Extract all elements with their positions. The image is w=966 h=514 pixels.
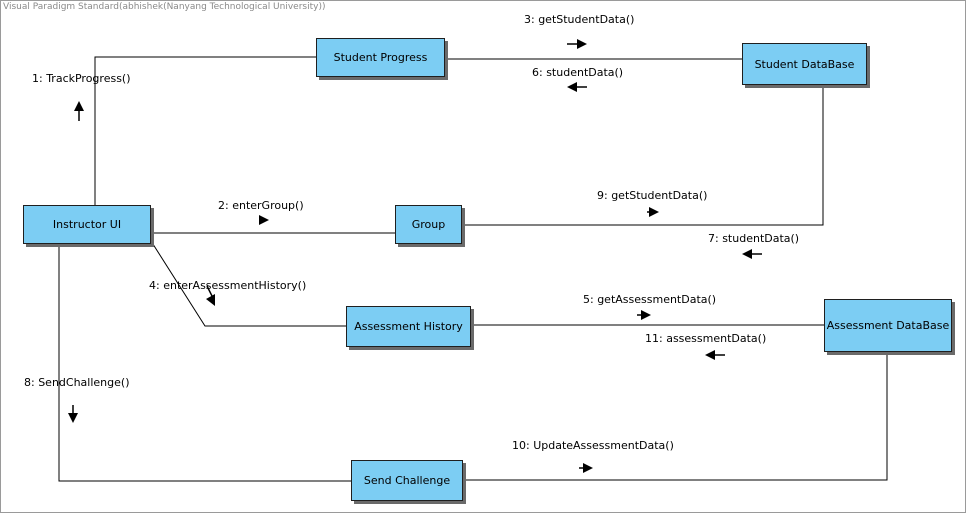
message-11-label: 11: assessmentData() bbox=[645, 332, 767, 345]
arrow-m6-left-icon bbox=[567, 82, 587, 92]
link-instructor-send-challenge bbox=[58, 244, 351, 482]
node-student-database[interactable]: Student DataBase bbox=[742, 43, 867, 85]
message-3-label: 3: getStudentData() bbox=[524, 13, 635, 26]
arrow-m2-right-icon bbox=[259, 215, 269, 225]
message-2-label: 2: enterGroup() bbox=[218, 199, 304, 212]
watermark: Visual Paradigm Standard(abhishek(Nanyan… bbox=[3, 2, 326, 12]
link-instructor-student-progress bbox=[94, 56, 316, 205]
message-7-label: 7: studentData() bbox=[708, 232, 800, 245]
message-5-label: 5: getAssessmentData() bbox=[583, 293, 717, 306]
message-9-label: 9: getStudentData() bbox=[597, 189, 708, 202]
node-student-progress[interactable]: Student Progress bbox=[316, 38, 445, 77]
message-10-label: 10: UpdateAssessmentData() bbox=[512, 439, 674, 452]
message-4-label: 4: enterAssessmentHistory() bbox=[149, 279, 307, 292]
message-6-label: 6: studentData() bbox=[532, 66, 624, 79]
arrow-m3-right-icon bbox=[567, 39, 587, 49]
arrow-m8-down-icon bbox=[68, 405, 78, 423]
node-assessment-database[interactable]: Assessment DataBase bbox=[824, 299, 952, 352]
arrow-m4-down-icon bbox=[206, 285, 215, 306]
arrow-m7-left-icon bbox=[742, 249, 762, 259]
arrow-m5-right-icon bbox=[637, 310, 651, 320]
node-assessment-history[interactable]: Assessment History bbox=[346, 306, 471, 347]
arrow-m11-left-icon bbox=[705, 350, 725, 360]
node-group[interactable]: Group bbox=[395, 205, 462, 244]
message-1-label: 1: TrackProgress() bbox=[32, 72, 131, 85]
node-instructor-ui[interactable]: Instructor UI bbox=[23, 205, 151, 244]
arrow-m9-right-icon bbox=[647, 207, 659, 217]
link-send-challenge-assessment-db bbox=[463, 352, 888, 481]
arrow-m1-up-icon bbox=[74, 101, 84, 121]
link-student-db-group bbox=[462, 85, 824, 226]
message-8-label: 8: SendChallenge() bbox=[24, 376, 130, 389]
node-send-challenge[interactable]: Send Challenge bbox=[351, 460, 463, 501]
link-instructor-assessment-history bbox=[150, 240, 346, 327]
arrow-m10-right-icon bbox=[579, 463, 593, 473]
